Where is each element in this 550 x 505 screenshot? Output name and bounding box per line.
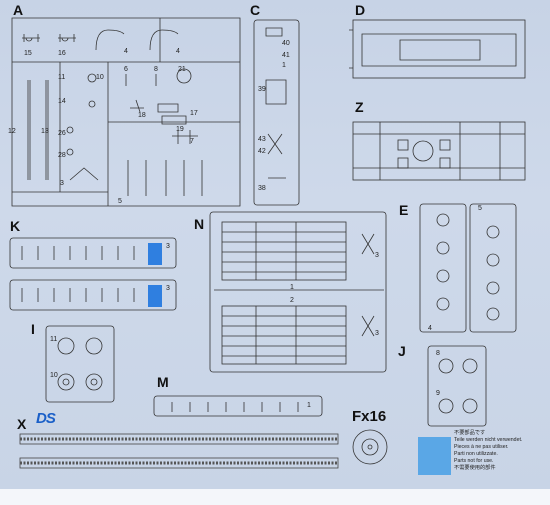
sprue-m-frame — [153, 395, 323, 417]
part-number: 11 — [58, 74, 66, 81]
part-number: 16 — [58, 50, 66, 57]
part-number: 42 — [258, 148, 266, 155]
legend-line: 不要部品です — [454, 430, 486, 436]
part-number: 4 — [428, 325, 432, 332]
part-number: 17 — [190, 110, 198, 117]
sprue-k-highlight-1 — [148, 243, 162, 265]
sprue-c-frame — [253, 19, 300, 206]
sprue-k-frames — [9, 237, 177, 311]
part-number: 12 — [8, 128, 16, 135]
sprue-label-d: D — [355, 2, 366, 18]
part-number: 26 — [58, 130, 66, 137]
part-number: 8 — [436, 350, 440, 357]
part-number: 38 — [258, 185, 266, 192]
part-number: 14 — [58, 98, 66, 105]
part-number: 4 — [176, 48, 180, 55]
part-number: 4 — [124, 48, 128, 55]
part-number: 5 — [478, 205, 482, 212]
part-number: 7 — [190, 138, 194, 145]
part-number: 28 — [58, 152, 66, 159]
legend-line: Pieces à ne pas utiliser. — [454, 444, 509, 450]
bottom-strip — [0, 489, 550, 505]
sprue-label-x: X — [17, 416, 27, 432]
part-d-hull — [349, 19, 526, 79]
sprue-label-k: K — [10, 218, 21, 234]
part-number: 3 — [60, 180, 64, 187]
part-number: 15 — [24, 50, 32, 57]
part-number: 11 — [50, 336, 58, 343]
part-number: 1 — [290, 284, 294, 291]
part-number: 40 — [282, 40, 290, 47]
part-number: 39 — [258, 86, 266, 93]
sprue-label-a: A — [13, 2, 24, 18]
part-number: 1 — [307, 402, 311, 409]
sprue-label-m: M — [157, 374, 169, 390]
sprue-i-frame — [45, 325, 115, 403]
sprue-label-e: E — [399, 202, 409, 218]
part-number: 10 — [50, 372, 58, 379]
part-number: 13 — [41, 128, 49, 135]
sprue-e-frames — [419, 203, 517, 333]
unused-parts-swatch — [418, 437, 451, 475]
sprue-label-j: J — [398, 343, 406, 359]
sprue-label-z: Z — [355, 99, 364, 115]
legend-line: Teile werden nicht verwendet. — [454, 437, 523, 443]
part-number: 3 — [166, 243, 170, 250]
brand-logo: DS — [36, 410, 56, 427]
sprue-label-fx16: Fx16 — [352, 408, 387, 425]
part-number: 43 — [258, 136, 266, 143]
part-number: 3 — [375, 330, 379, 337]
sprue-n-frame — [209, 211, 387, 373]
part-number: 1 — [282, 62, 286, 69]
fx16-wheel — [352, 429, 388, 465]
part-number: 5 — [118, 198, 122, 205]
legend-line: Parti non utilizzate. — [454, 451, 498, 457]
part-number: 8 — [154, 66, 158, 73]
part-number: 41 — [282, 52, 290, 59]
part-number: 3 — [375, 252, 379, 259]
part-number: 21 — [178, 66, 186, 73]
track-runs — [19, 433, 339, 469]
part-z-chassis — [352, 121, 526, 181]
legend-line: Parts not for use. — [454, 458, 494, 464]
part-number: 18 — [138, 112, 146, 119]
sprue-a-frame — [11, 17, 241, 207]
legend-line: 不需要使用的部件 — [454, 465, 496, 471]
part-number: 19 — [176, 126, 184, 133]
sprue-k-highlight-2 — [148, 285, 162, 307]
sprue-label-n: N — [194, 216, 205, 232]
sprue-label-c: C — [250, 2, 261, 18]
sprue-j-frame — [427, 345, 487, 427]
sprue-label-i: I — [31, 321, 35, 337]
part-number: 9 — [436, 390, 440, 397]
part-number: 2 — [290, 297, 294, 304]
part-number: 10 — [96, 74, 104, 81]
part-number: 6 — [124, 66, 128, 73]
part-number: 3 — [166, 285, 170, 292]
